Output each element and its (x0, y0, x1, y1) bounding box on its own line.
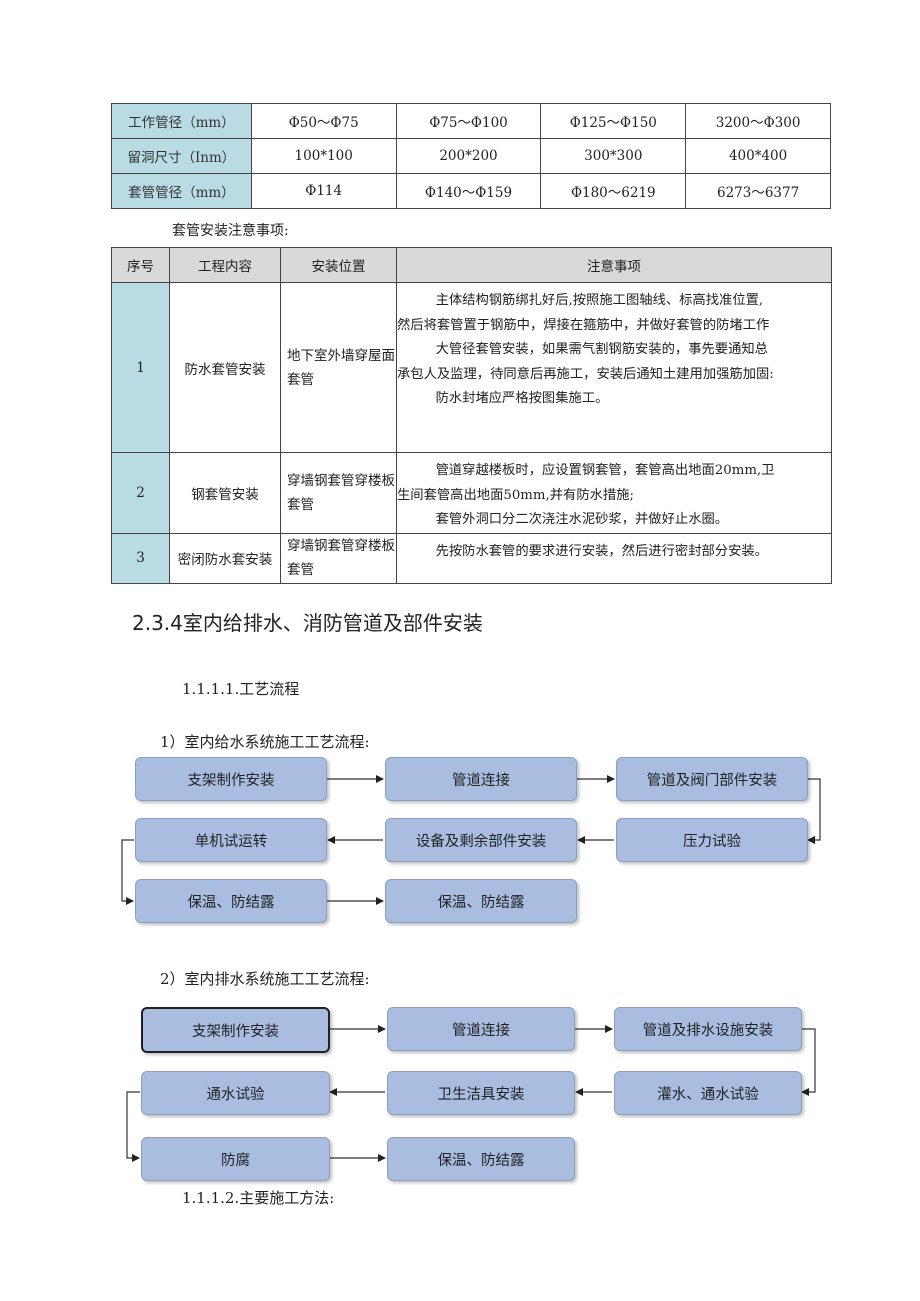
table-row: 套管管径（mm） Φ114 Φ140～Φ159 Φ180～6219 6273～6… (111, 173, 831, 209)
table-row: 工作管径（mm） Φ50～Φ75 Φ75～Φ100 Φ125～Φ150 3200… (111, 103, 831, 139)
work-content: 密闭防水套安装 (169, 532, 281, 584)
notes-cell: 管道穿越楼板时，应设置钢套管，套管高出地面20mm,卫 生间套管高出地面50mm… (396, 452, 832, 534)
row-header: 套管管径（mm） (111, 173, 252, 209)
arrow-connector (800, 1028, 816, 1096)
row-header: 工作管径（mm） (111, 103, 252, 139)
flow-step-box: 支架制作安装 (135, 757, 327, 801)
flow-title: 1）室内给水系统施工工艺流程: (160, 733, 370, 751)
flow-step-box: 管道连接 (385, 757, 577, 801)
arrow-connector (806, 778, 821, 844)
flow-step-box: 保温、防结露 (135, 879, 327, 923)
flow-title: 2）室内排水系统施工工艺流程: (160, 970, 370, 988)
flow-step-box: 保温、防结露 (387, 1137, 575, 1181)
table-row: 1 防水套管安装 地下室外墙穿屋面套管 主体结构钢筋绑扎好后,按照施工图轴线、标… (111, 282, 832, 453)
work-content: 防水套管安装 (169, 282, 281, 453)
flow-step-box: 防腐 (141, 1137, 330, 1181)
note-line: 管道穿越楼板时，应设置钢套管，套管高出地面20mm,卫 (435, 463, 775, 478)
flow-step-box: 管道及阀门部件安装 (616, 757, 808, 801)
flow-step-box: 单机试运转 (135, 818, 327, 862)
flow-step-box: 通水试验 (141, 1071, 330, 1115)
note-line: 生间套管高出地面50mm,并有防水措施; (397, 487, 634, 503)
table-cell: 6273～6377 (685, 173, 831, 209)
pipe-spec-table: 工作管径（mm） Φ50～Φ75 Φ75～Φ100 Φ125～Φ150 3200… (111, 103, 831, 209)
arrow-connector (121, 839, 134, 905)
flow-step-box: 设备及剩余部件安装 (385, 818, 577, 862)
sub-heading: 1.1.1.1.工艺流程 (182, 680, 300, 698)
flow-step-box: 支架制作安装 (141, 1007, 330, 1053)
note-line: 大管径套管安装，如果需气割钢筋安装的，事先要通知总 (435, 342, 768, 357)
flow-step-box: 灌水、通水试验 (614, 1071, 802, 1115)
install-location: 穿墙钢套管穿楼板套管 (280, 452, 397, 534)
install-location: 穿墙钢套管穿楼板套管 (280, 532, 397, 584)
table-cell: Φ114 (250, 173, 397, 209)
install-location: 地下室外墙穿屋面套管 (280, 282, 397, 453)
note-line: 先按防水套管的要求进行安装，然后进行密封部分安装。 (435, 543, 768, 559)
note-line: 主体结构钢筋绑扎好后,按照施工图轴线、标高找准位置, (435, 293, 764, 308)
table-cell: Φ75～Φ100 (395, 103, 542, 139)
note-line: 套管外洞口分二次浇注水泥砂浆，并做好止水圈。 (435, 512, 729, 527)
flow-step-box: 管道及排水设施安装 (614, 1007, 802, 1051)
table-row: 2 钢套管安装 穿墙钢套管穿楼板套管 管道穿越楼板时，应设置钢套管，套管高出地面… (111, 452, 832, 534)
flow-step-box: 压力试验 (616, 818, 808, 862)
notes-cell: 先按防水套管的要求进行安装，然后进行密封部分安装。 (396, 532, 832, 584)
flow-step-box: 保温、防结露 (385, 879, 577, 923)
notes-cell: 主体结构钢筋绑扎好后,按照施工图轴线、标高找准位置, 然后将套管置于钢筋中，焊接… (396, 282, 832, 453)
section-heading: 2.3.4室内给排水、消防管道及部件安装 (132, 611, 483, 635)
sub-heading: 1.1.1.2.主要施工方法: (182, 1189, 335, 1207)
column-header: 工程内容 (169, 247, 281, 283)
row-header: 留洞尺寸（Inm） (111, 138, 252, 174)
table-row: 留洞尺寸（Inm） 100*100 200*200 300*300 400*40… (111, 138, 831, 174)
note-line: 然后将套管置于钢筋中，焊接在箍筋中，并做好套管的防堵工作 (397, 317, 770, 333)
notes-title: 套管安装注意事项: (172, 223, 289, 239)
table-cell: 3200～Φ300 (685, 103, 831, 139)
flow-step-box: 管道连接 (387, 1007, 575, 1051)
table-row: 3 密闭防水套安装 穿墙钢套管穿楼板套管 先按防水套管的要求进行安装，然后进行密… (111, 532, 832, 584)
table-cell: 200*200 (395, 138, 542, 174)
table-cell: 300*300 (540, 138, 687, 174)
note-line: 承包人及监理，待同意后再施工，安装后通知土建用加强筋加固: (397, 366, 774, 382)
arrow-connector (126, 1091, 140, 1162)
table-cell: 100*100 (250, 138, 397, 174)
sleeve-notes-table: 序号 工程内容 安装位置 注意事项 1 防水套管安装 地下室外墙穿屋面套管 主体… (111, 247, 832, 584)
flow-step-box: 卫生洁具安装 (387, 1071, 575, 1115)
row-number: 1 (111, 282, 170, 453)
note-line: 防水封堵应严格按图集施工。 (435, 391, 609, 406)
table-cell: 400*400 (685, 138, 831, 174)
table-cell: Φ50～Φ75 (250, 103, 397, 139)
work-content: 钢套管安装 (169, 452, 281, 534)
row-number: 2 (111, 452, 170, 534)
table-cell: Φ140～Φ159 (395, 173, 542, 209)
